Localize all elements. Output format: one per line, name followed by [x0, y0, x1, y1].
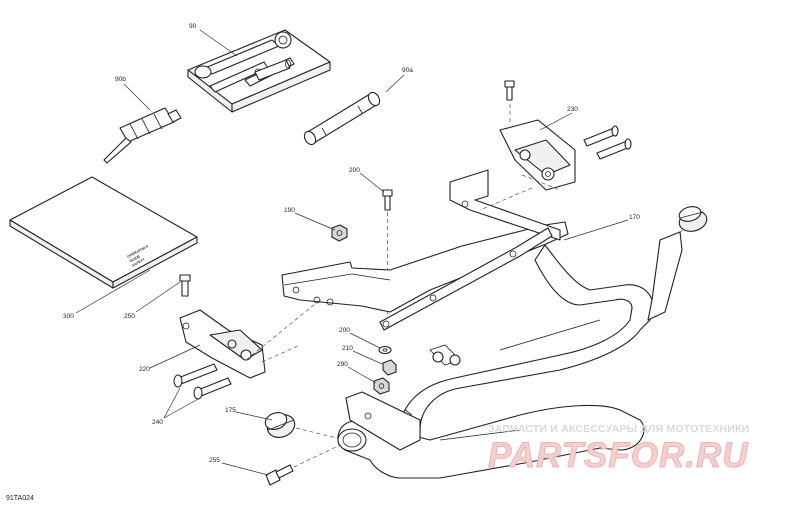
nut-210: [382, 359, 397, 376]
svg-text:GUIDE: GUIDE: [129, 254, 141, 263]
watermark-caption: ЗАПЧАСТИ И АКСЕССУАРЫ ДЛЯ МОТОТЕХНИКИ: [488, 423, 750, 435]
bolt-top-small: [504, 80, 515, 101]
operator-manual: OPERATOR'S GUIDE SAFETY: [9, 176, 198, 289]
callout-200-lower: 200: [339, 327, 350, 334]
callout-175: 175: [225, 407, 236, 414]
pin-240-upper: [173, 363, 218, 388]
hinge-pin-upper: [583, 125, 619, 147]
figure-code: 91TA024: [6, 495, 34, 502]
nut-290: [373, 377, 390, 395]
callout-250: 250: [124, 313, 135, 320]
callout-190: 190: [284, 207, 295, 214]
callout-90b: 90b: [115, 76, 126, 83]
callout-200-top: 200: [349, 167, 360, 174]
callout-240: 240: [152, 419, 163, 426]
end-cap-upper: [671, 206, 708, 246]
callout-255: 255: [209, 457, 220, 464]
washer-200: [378, 345, 392, 355]
callout-90a: 90a: [402, 67, 413, 74]
callout-290: 290: [337, 361, 348, 368]
callout-230: 230: [567, 106, 578, 113]
svg-text:SAFETY: SAFETY: [131, 257, 146, 267]
callout-170: 170: [629, 214, 640, 221]
callout-220: 220: [139, 366, 150, 373]
hinge-pin-lower: [596, 138, 632, 160]
tool-kit-tray: [187, 29, 331, 113]
bolt-255: [265, 444, 341, 486]
screwdriver: [103, 107, 182, 164]
watermark-logo: PARTSFOR.RU: [488, 436, 749, 476]
hinge-bracket-lower: [179, 309, 266, 379]
callout-210: 210: [342, 345, 353, 352]
callout-300: 300: [63, 313, 74, 320]
bumper-frame: [281, 169, 683, 479]
callout-90: 90: [189, 23, 197, 30]
hinge-bracket-upper: [499, 119, 576, 191]
socket-tube: [303, 91, 381, 146]
nut-190: [331, 224, 348, 242]
end-cap-175: [264, 412, 346, 441]
pin-240-lower: [193, 377, 232, 400]
bolt-250: [179, 274, 191, 297]
